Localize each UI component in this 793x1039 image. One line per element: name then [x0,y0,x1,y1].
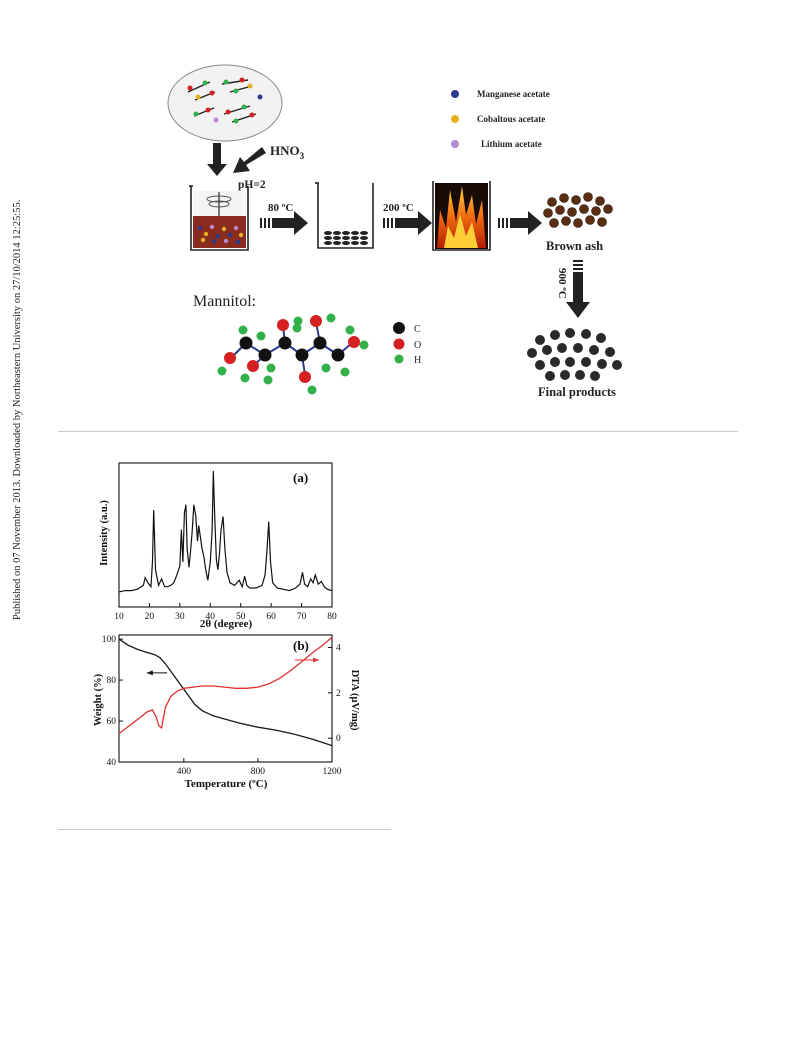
xrd-x-tick-label: 50 [236,612,246,622]
xrd-x-tick-label: 20 [145,612,155,622]
tg-dta-chart: (b) Weight (%) DTA (μV/mg) Temperature (… [93,634,360,790]
brown-ash-label: Brown ash [546,239,603,253]
xrd-x-tick-label: 70 [297,612,307,622]
tg-x-tick-label: 800 [251,767,266,777]
weight-curve [118,638,333,747]
diagonal-arrow [233,147,266,173]
legend-dot-manganese [451,90,459,98]
ph-label: pH=2 [238,179,266,191]
step1-label: 80 ºC [268,202,293,214]
tg-plot-frame [118,634,333,763]
xrd-y-axis-label: Intensity (a.u.) [99,500,110,566]
arrow-900c [566,260,590,318]
atom-legend-carbon [393,322,405,334]
atom-legend-oxygen-label: O [414,340,421,351]
tg-y-tick-label: 80 [107,676,117,686]
tg-panel-label: (b) [293,638,309,653]
brown-ash-icon [543,192,613,228]
legend-label-cobaltous: Cobaltous acetate [477,114,545,124]
precursor-molecules-icon [167,64,283,142]
down-arrow [207,143,227,176]
step3-label: 900 ºC [556,268,568,299]
dta-curve [118,636,333,735]
atom-legend-hydrogen [394,354,404,364]
xrd-x-axis-label: 2θ (degree) [200,618,253,630]
tg-y2-tick-label: 4 [336,643,341,653]
arrow-200c [383,211,432,235]
final-products-label: Final products [538,385,616,399]
atom-legend-hydrogen-label: H [414,355,421,366]
atom-legend-oxygen [393,338,405,350]
synthesis-scheme: HNO3 pH=2 80 ºC [167,64,622,399]
separator-rule-bottom [58,829,391,830]
final-products-icon [527,328,622,381]
arrow-to-ash [498,211,542,235]
beaker-dried-icon [315,182,374,249]
beaker-fire-icon [432,181,491,251]
legend-dot-cobaltous [451,115,459,123]
xrd-panel-label: (a) [293,470,308,485]
xrd-x-tick-label: 80 [327,612,337,622]
legend-dot-lithium [451,140,459,148]
tg-x-axis-label: Temperature (ºC) [185,778,268,790]
atom-legend: C O H [393,322,421,366]
separator-rule-top [58,431,738,432]
weight-axis-arrowhead [146,670,153,676]
arrow-80c [260,211,308,235]
atom-legend-carbon-label: C [414,324,421,335]
reagent-label: HNO3 [270,143,305,161]
tg-y-tick-label: 40 [107,758,117,768]
mannitol-molecule-icon [217,313,369,395]
legend-label-manganese: Manganese acetate [477,89,550,99]
tg-y-tick-label: 60 [107,717,117,727]
legend-label-lithium: Lithium acetate [481,139,542,149]
beaker-solution-icon [189,185,249,251]
xrd-x-tick-label: 30 [175,612,185,622]
tg-y2-tick-label: 2 [336,689,341,699]
xrd-chart: (a) Intensity (a.u.) 2θ (degree) 10 20 30 4… [99,462,337,630]
tg-x-tick-label: 400 [177,767,192,777]
tg-y-axis-label: Weight (%) [93,673,104,726]
xrd-x-tick-label: 40 [206,612,216,622]
step2-label: 200 ºC [383,202,414,214]
xrd-x-tick-label: 10 [114,612,124,622]
dta-axis-arrowhead [313,657,320,663]
xrd-plot-frame [118,462,333,608]
tg-x-tick-label: 1200 [323,767,342,777]
mannitol-title: Mannitol: [193,293,256,310]
precursor-legend: Manganese acetate Cobaltous acetate Lith… [451,89,550,149]
xrd-x-tick-label: 60 [266,612,276,622]
tg-y2-tick-label: 0 [336,734,341,744]
tg-y2-axis-label: DTA (μV/mg) [349,670,360,731]
xrd-pattern-line [118,470,333,593]
tg-y-tick-label: 100 [102,635,117,645]
